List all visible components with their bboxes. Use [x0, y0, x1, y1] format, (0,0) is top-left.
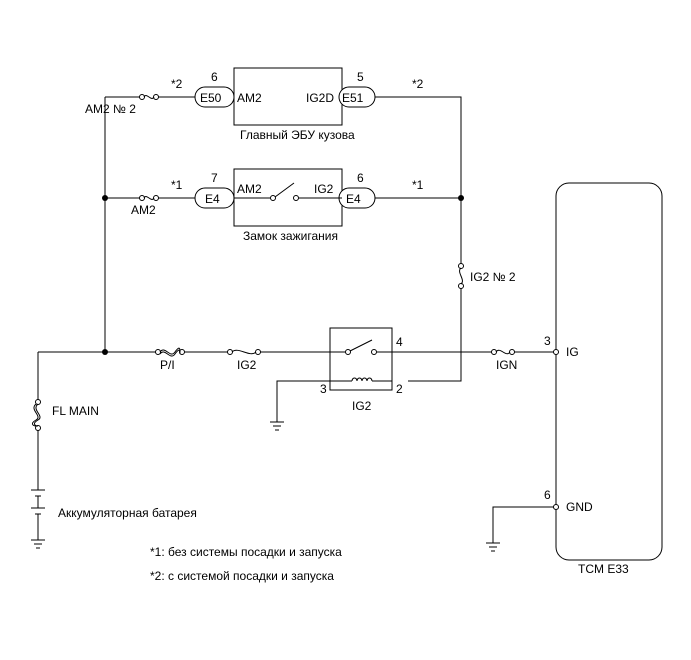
- battery-symbol: [31, 489, 45, 540]
- fuse-label-pi: P/I: [160, 358, 175, 372]
- wire-tcm-ground: [492, 506, 556, 543]
- fuse-label-ign: IGN: [496, 358, 517, 372]
- fuse-label-fl-main: FL MAIN: [52, 404, 99, 418]
- pin-number: 6: [544, 488, 551, 502]
- ground-symbol: [270, 421, 284, 431]
- tcm-title: TCM E33: [578, 562, 629, 576]
- body-ecu-box: [233, 67, 343, 126]
- connector-e51: [338, 86, 376, 108]
- connector-e50-label: E50: [200, 91, 222, 105]
- relay-box: [329, 327, 393, 391]
- ignition-pin-ig2: IG2: [314, 182, 334, 196]
- ground-symbol: [31, 539, 45, 549]
- tcm-pin-gnd-terminal: [553, 504, 559, 510]
- connector-e4-right-label: E4: [346, 192, 361, 206]
- battery-label: Аккумуляторная батарея: [58, 506, 197, 520]
- fuse-am2: [139, 195, 159, 201]
- pin-number: 7: [211, 171, 218, 185]
- junction-dot: [102, 195, 108, 201]
- pin-number: 4: [396, 335, 403, 349]
- relay-coil: [330, 377, 392, 382]
- body-ecu-block: E50 E51 AM2 IG2D 6 5 *2 *2 Главный ЭБУ к…: [171, 67, 424, 142]
- tcm-pin-ig-terminal: [553, 349, 559, 355]
- junction-dot: [102, 349, 108, 355]
- pin-number: 3: [544, 334, 551, 348]
- tcm-label-gnd: GND: [566, 500, 593, 514]
- fuse-am2-no2: [139, 94, 159, 100]
- ig2-relay-block: 4 3 2 IG2: [320, 327, 403, 413]
- ignition-pin-am2: AM2: [237, 182, 262, 196]
- pin-number: 5: [357, 70, 364, 84]
- ignition-switch-contact: [234, 182, 342, 201]
- note-marker: *2: [412, 77, 424, 91]
- pin-number: 6: [357, 171, 364, 185]
- note-marker: *1: [412, 178, 424, 192]
- wire-relay-coil-ground: [276, 380, 341, 422]
- connector-e50: [194, 86, 235, 108]
- ground-symbol: [486, 542, 500, 552]
- fuse-ig2-no2: [458, 263, 464, 289]
- wire-body-ecu-right: [375, 96, 462, 382]
- fuse-ign: [491, 349, 515, 355]
- body-ecu-pin-ig2d: IG2D: [306, 91, 334, 105]
- fuse-label-am2: AM2: [131, 203, 156, 217]
- note-marker: *2: [171, 77, 183, 91]
- body-ecu-title: Главный ЭБУ кузова: [240, 128, 355, 142]
- note-2: *2: с системой посадки и запуска: [150, 569, 334, 583]
- body-ecu-pin-am2: AM2: [237, 91, 262, 105]
- pin-number: 2: [396, 382, 403, 396]
- connector-e4-left-label: E4: [205, 192, 220, 206]
- tcm-box: [555, 182, 663, 561]
- fuse-fl-main: [31, 399, 41, 431]
- ignition-switch-block: E4 E4 AM2 IG2 7 6 *1 *1 Замок зажигания: [171, 168, 424, 243]
- relay-switch-contact: [330, 339, 392, 355]
- fuse-label-am2-no2: AM2 № 2: [85, 102, 136, 116]
- fuse-label-ig2: IG2: [237, 358, 257, 372]
- tcm-block: 3 IG 6 GND TCM E33: [544, 182, 663, 576]
- pin-number: 6: [211, 70, 218, 84]
- connector-e51-label: E51: [342, 91, 364, 105]
- fuse-pi: [155, 347, 185, 357]
- note-marker: *1: [171, 178, 183, 192]
- fuse-label-ig2-no2: IG2 № 2: [470, 270, 516, 284]
- junction-dot: [458, 195, 464, 201]
- relay-title: IG2: [352, 399, 372, 413]
- fuse-ig2: [227, 349, 261, 355]
- note-1: *1: без системы посадки и запуска: [150, 545, 342, 559]
- tcm-label-ig: IG: [566, 345, 579, 359]
- pin-number: 3: [320, 382, 327, 396]
- ignition-switch-title: Замок зажигания: [243, 229, 338, 243]
